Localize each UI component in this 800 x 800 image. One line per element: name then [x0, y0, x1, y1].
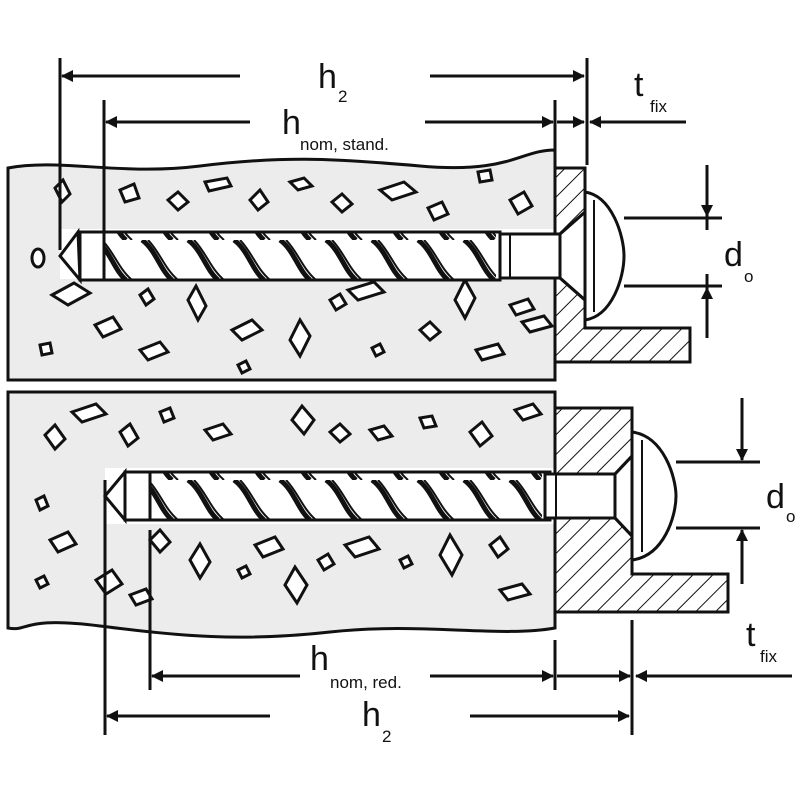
top-hnom-sub: nom, stand.: [300, 135, 389, 154]
top-hnom-main: h: [282, 104, 301, 142]
bottom-hnom-main: h: [310, 640, 329, 678]
top-h2-main: h: [318, 58, 337, 96]
top-fixture: [553, 166, 692, 364]
bottom-label-h2: h 2: [362, 696, 391, 746]
bottom-label-d0: d o: [766, 478, 795, 526]
bottom-screw: [103, 430, 678, 562]
bottom-d0-sub: o: [786, 507, 795, 526]
bottom-fixture: [553, 406, 730, 614]
bottom-h2-main: h: [362, 696, 381, 734]
top-label-h2: h 2: [318, 58, 347, 106]
bottom-anchor: [6, 390, 730, 639]
dimension-lines: [58, 58, 792, 735]
bottom-aggregate: [33, 402, 544, 607]
bottom-tfix-main: t: [746, 616, 756, 654]
top-tfix-sub: fix: [650, 97, 668, 116]
top-aggregate: [30, 168, 555, 376]
top-screw: [58, 190, 626, 322]
bottom-hnom-sub: nom, red.: [330, 673, 402, 692]
bottom-label-tfix: t fix: [746, 616, 778, 666]
top-h2-sub: 2: [338, 87, 347, 106]
bottom-label-hnom: h nom, red.: [310, 640, 402, 692]
bottom-d0-main: d: [766, 478, 785, 516]
top-label-tfix: t fix: [634, 66, 668, 116]
top-label-hnom: h nom, stand.: [282, 104, 389, 154]
top-d0-main: d: [724, 236, 743, 274]
top-tfix-main: t: [634, 66, 644, 104]
bottom-tfix-sub: fix: [760, 647, 778, 666]
bottom-h2-sub: 2: [382, 727, 391, 746]
top-label-d0: d o: [724, 236, 753, 286]
top-anchor: [6, 148, 692, 382]
top-d0-sub: o: [744, 267, 753, 286]
